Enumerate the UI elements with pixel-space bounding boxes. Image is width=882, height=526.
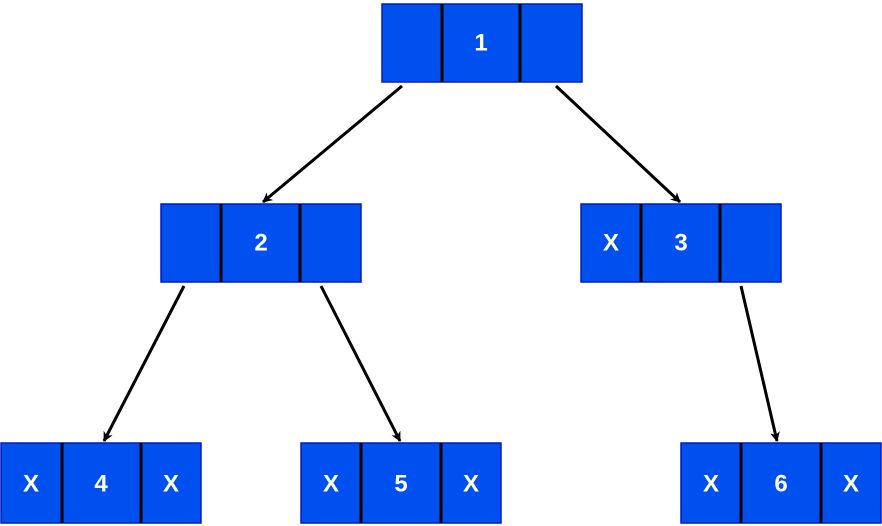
left-pointer-label: X	[703, 471, 719, 498]
right-pointer-label: X	[163, 471, 179, 498]
node-box	[381, 3, 583, 83]
node-box	[580, 203, 782, 283]
edges	[102, 84, 780, 442]
tree-node: 2	[160, 203, 362, 283]
edge-n2-n5	[319, 285, 402, 442]
right-pointer-label: X	[843, 471, 859, 498]
left-pointer-label: X	[23, 471, 39, 498]
left-pointer-label: X	[323, 471, 339, 498]
node-box	[0, 442, 202, 524]
edge-n3-n6	[739, 285, 780, 442]
node-box	[160, 203, 362, 283]
node-value: 2	[254, 230, 267, 257]
edge-n1-n3	[554, 84, 682, 204]
tree-node: X 3	[580, 203, 782, 283]
tree-node: 1	[381, 3, 583, 83]
node-value: 3	[674, 230, 687, 257]
node-value: 4	[94, 471, 108, 498]
edge-n1-n2	[262, 84, 403, 204]
node-value: 1	[474, 30, 487, 57]
node-box	[300, 442, 502, 524]
edge-n2-n4	[102, 285, 186, 442]
tree-node: X 6 X	[680, 442, 882, 524]
node-value: 6	[774, 471, 787, 498]
left-pointer-label: X	[603, 230, 619, 257]
node-box	[680, 442, 882, 524]
node-value: 5	[394, 471, 407, 498]
right-pointer-label: X	[463, 471, 479, 498]
tree-node: X 4 X	[0, 442, 202, 524]
tree-node: X 5 X	[300, 442, 502, 524]
